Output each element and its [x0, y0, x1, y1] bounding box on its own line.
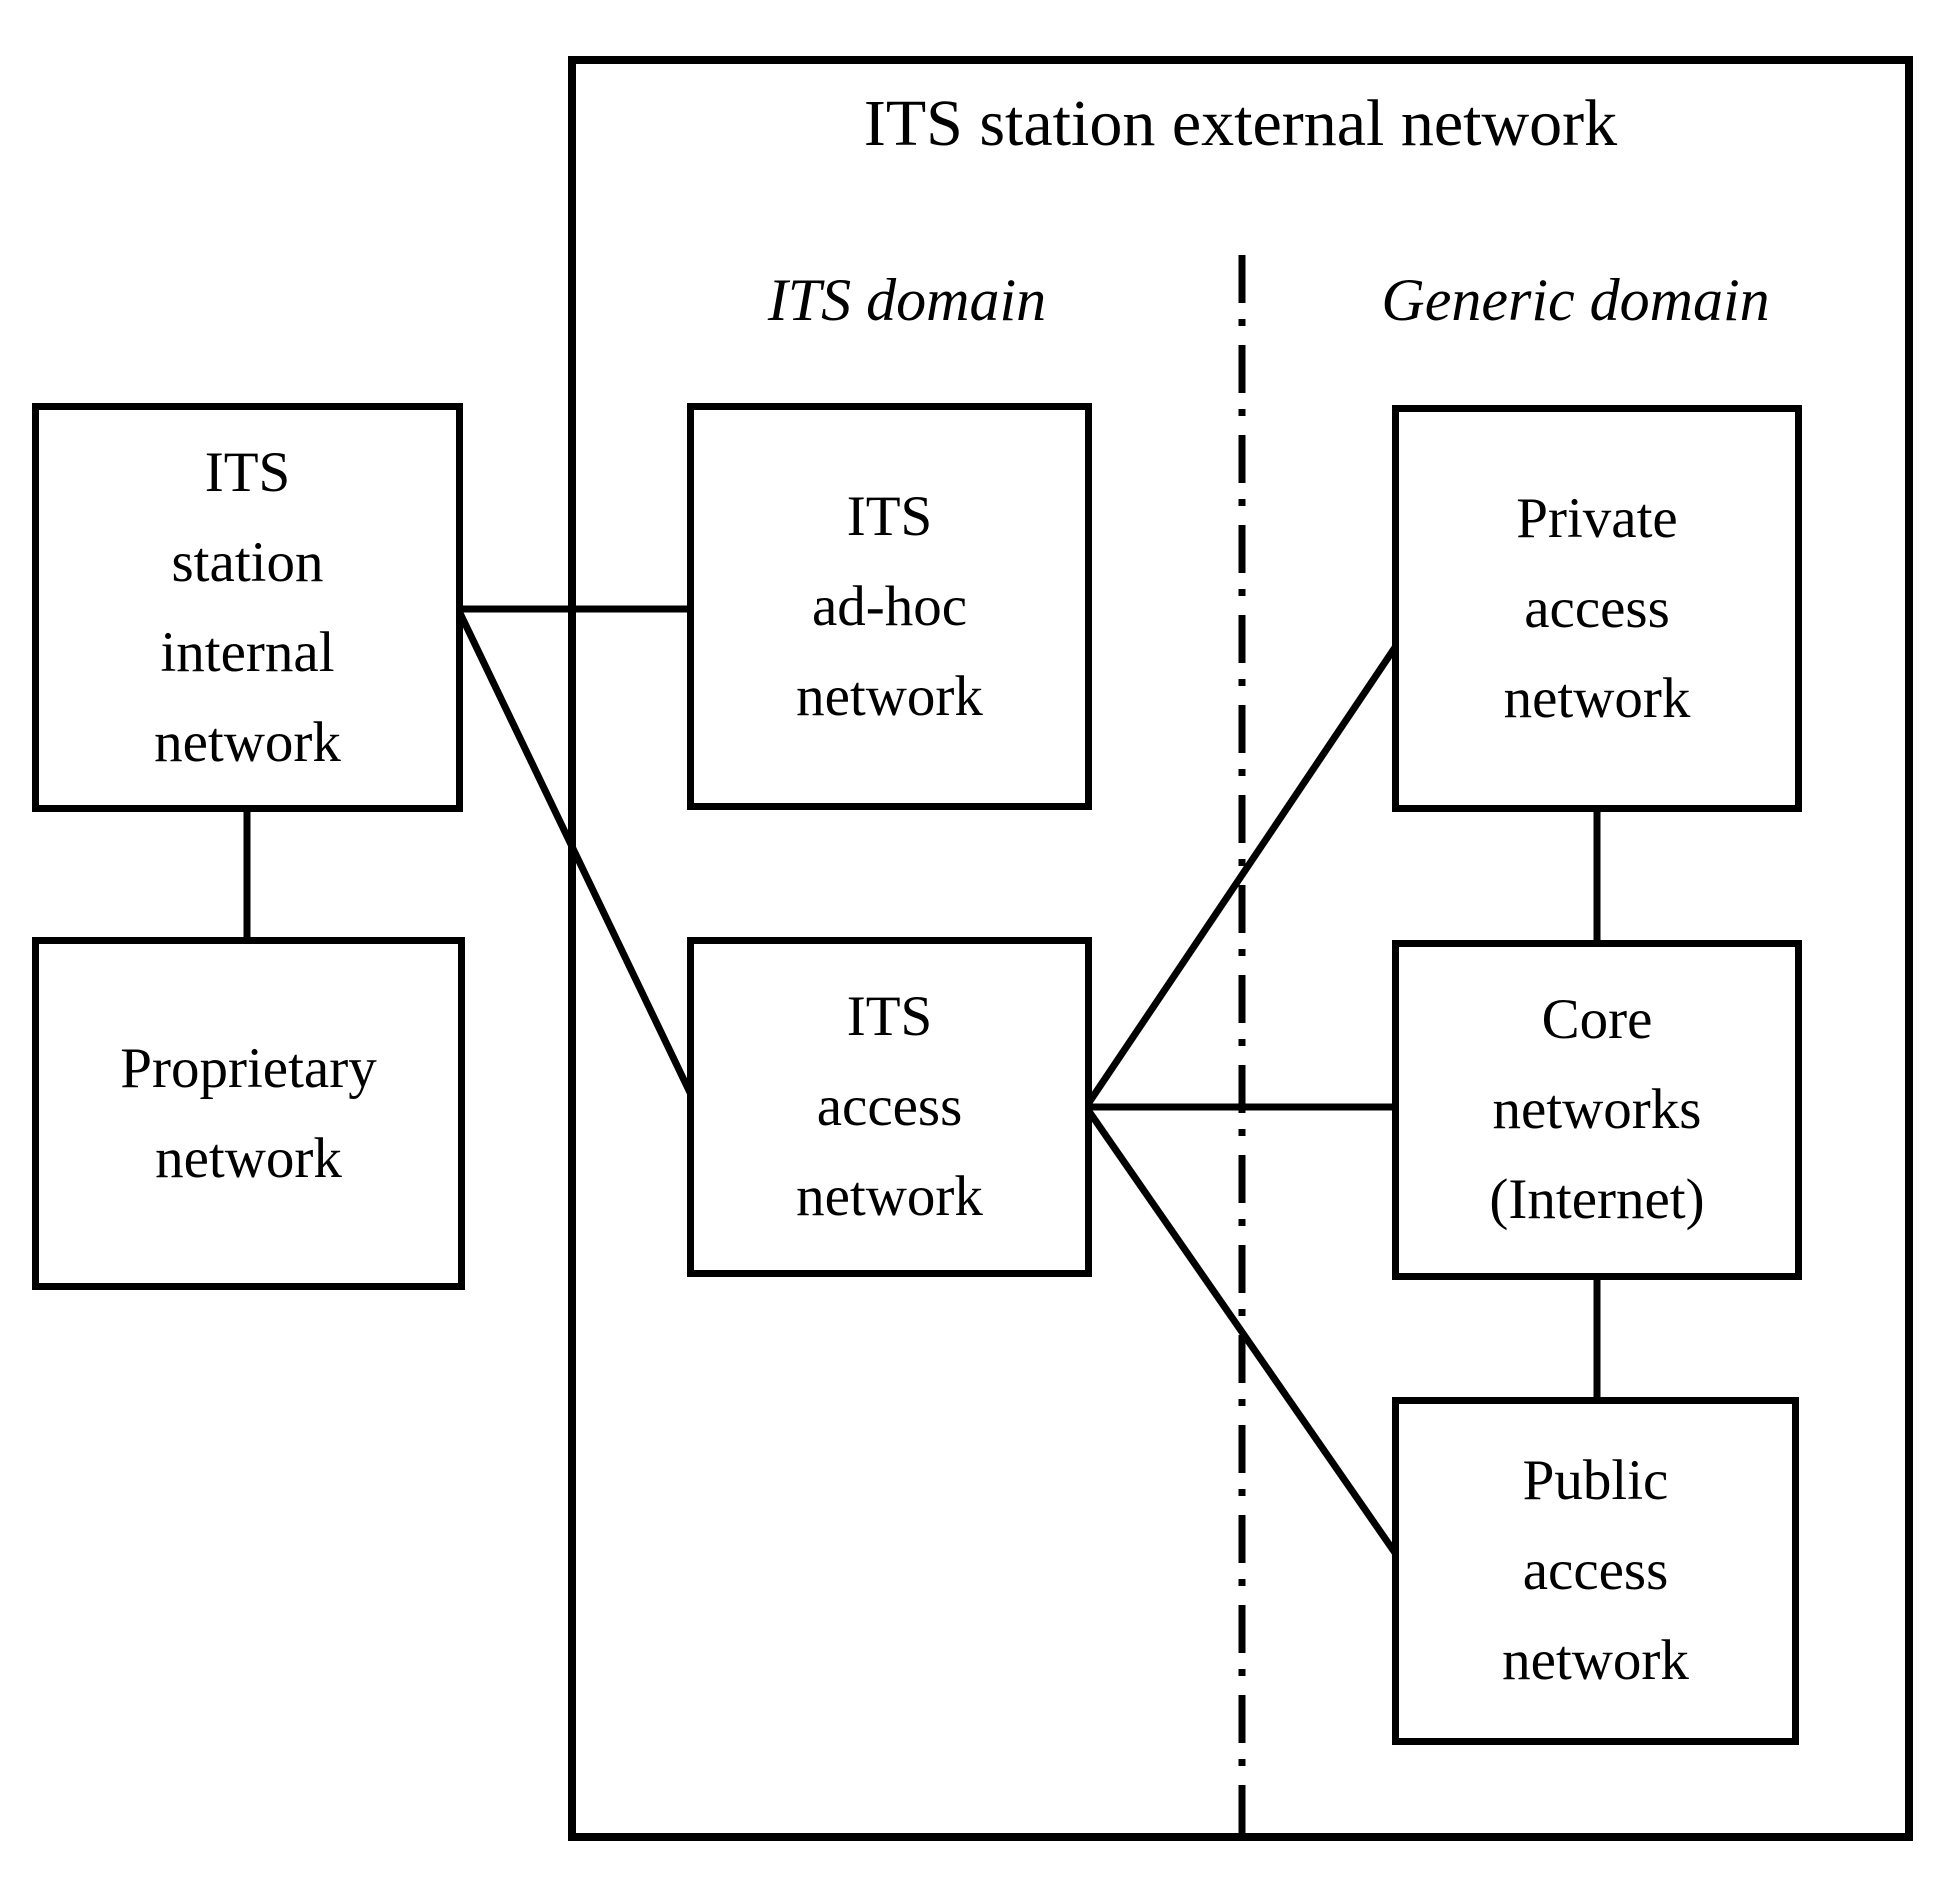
node-proprietary-network: Proprietary network	[32, 937, 465, 1290]
node-label-line: network	[796, 1165, 983, 1228]
node-label-line: access	[816, 1075, 963, 1138]
node-label-line: ad-hoc	[811, 574, 968, 638]
node-label-line: internal	[160, 620, 335, 684]
node-core-networks-internet: Core networks (Internet)	[1392, 940, 1802, 1280]
node-label-line: access	[1522, 1539, 1669, 1602]
node-label-line: ITS	[846, 484, 933, 548]
its-domain-label: ITS domain	[767, 267, 1047, 333]
node-its-access-network-label: ITS access network	[796, 972, 983, 1242]
node-label-line: station	[171, 530, 324, 594]
edge-access-private	[1083, 638, 1403, 1109]
node-its-station-internal-network: ITS station internal network	[32, 403, 463, 812]
node-its-station-internal-network-label: ITS station internal network	[154, 428, 341, 788]
node-its-access-network: ITS access network	[687, 937, 1092, 1277]
node-label-line: access	[1524, 576, 1670, 640]
node-label-line: Proprietary	[120, 1036, 377, 1100]
node-proprietary-network-label: Proprietary network	[120, 1024, 376, 1204]
node-label-line: network	[154, 710, 341, 774]
node-label-line: Public	[1522, 1449, 1669, 1512]
node-label-line: (Internet)	[1489, 1168, 1705, 1231]
node-label-line: networks	[1492, 1078, 1702, 1141]
node-its-adhoc-network: ITS ad-hoc network	[687, 403, 1092, 810]
edge-access-public	[1083, 1105, 1403, 1562]
node-private-access-network: Private access network	[1392, 405, 1802, 812]
node-label-line: ITS	[204, 440, 291, 504]
external-network-title: ITS station external network	[863, 87, 1618, 160]
node-its-adhoc-network-label: ITS ad-hoc network	[796, 472, 983, 742]
node-public-access-network-label: Public access network	[1502, 1436, 1689, 1706]
node-label-line: Core	[1541, 988, 1653, 1051]
node-label-line: network	[155, 1126, 342, 1190]
node-label-line: network	[1502, 1629, 1689, 1692]
node-label-line: network	[796, 664, 983, 728]
node-public-access-network: Public access network	[1392, 1397, 1799, 1745]
node-label-line: ITS	[846, 985, 933, 1048]
node-core-networks-internet-label: Core networks (Internet)	[1489, 975, 1704, 1245]
edge-internal-access	[455, 609, 699, 1105]
node-private-access-network-label: Private access network	[1504, 474, 1691, 744]
node-label-line: Private	[1516, 486, 1678, 550]
generic-domain-label: Generic domain	[1381, 267, 1770, 333]
node-label-line: network	[1503, 666, 1691, 730]
